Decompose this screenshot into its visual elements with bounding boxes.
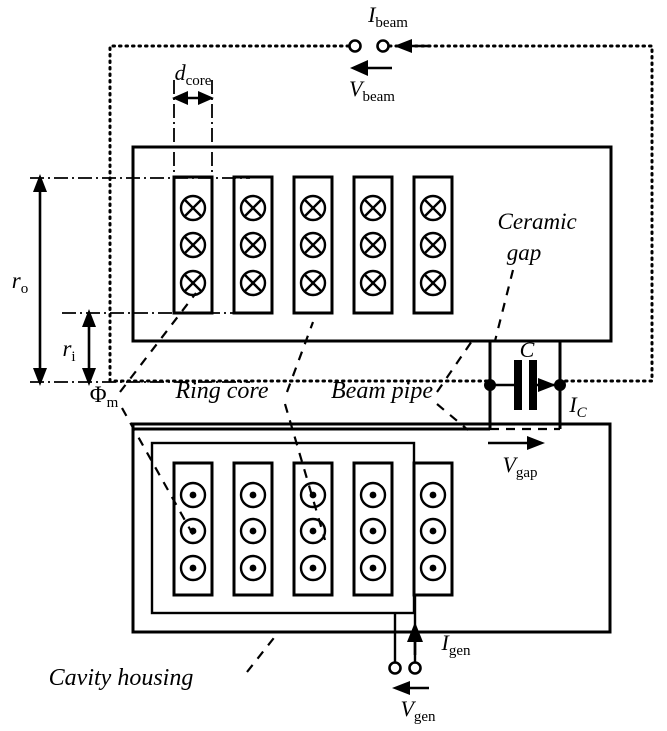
ceramic-gap-label: Ceramic gap (498, 209, 583, 265)
capacitor-plate-left (514, 360, 522, 410)
v-gen-arrow (392, 681, 429, 695)
i-c-arrowhead (538, 378, 556, 392)
capacitor-plate-right (529, 360, 537, 410)
i-gen-label: Igen (441, 630, 471, 659)
v-gen-label: Vgen (400, 696, 436, 725)
cavity-housing-leader (246, 633, 278, 673)
ceramic-gap-leader (493, 269, 515, 342)
capacitor-label: C (520, 337, 535, 362)
radius-dimensions (30, 174, 250, 386)
core-column (232, 175, 274, 315)
v-beam-label: Vbeam (349, 76, 395, 105)
junction-node-right (554, 379, 566, 391)
generator-terminal-right (408, 661, 422, 675)
beam-current-loop (108, 44, 654, 383)
phi-m-label: Φm (90, 382, 119, 411)
gap-capacitor (484, 360, 566, 410)
lower-ring-cores (172, 461, 454, 597)
core-column (352, 461, 394, 597)
i-beam-arrow (394, 39, 430, 53)
v-gap-arrow (488, 436, 545, 450)
beam-pipe-label: Beam pipe (331, 378, 433, 404)
core-column (232, 461, 274, 597)
v-beam-arrow (350, 60, 392, 76)
v-gap-label: Vgap (502, 452, 537, 481)
core-column (412, 175, 454, 315)
beam-terminal-right (376, 39, 390, 53)
beam-terminal-left (348, 39, 362, 53)
lower-cavity-housing (131, 422, 612, 634)
core-column (172, 175, 214, 315)
r-outer-label: ro (12, 268, 28, 297)
core-column (352, 175, 394, 315)
beam-loop-path (108, 44, 492, 383)
core-column (172, 461, 214, 597)
d-core-dimension (172, 80, 214, 172)
lower-beam-pipe (150, 441, 416, 615)
core-column (292, 461, 334, 597)
i-c-label: IC (568, 392, 587, 421)
r-inner-label: ri (62, 336, 75, 365)
beam-port-terminals (348, 39, 390, 53)
generator-terminal-left (388, 661, 402, 675)
beam-loop-path-right (381, 44, 654, 383)
i-beam-label: Ibeam (367, 2, 408, 31)
ring-core-label: Ring core (174, 378, 268, 404)
upper-ring-cores (172, 175, 454, 315)
d-core-label: dcore (175, 60, 212, 89)
cavity-housing-label: Cavity housing (49, 665, 194, 691)
core-column (292, 175, 334, 315)
junction-node-left (484, 379, 496, 391)
i-gen-arrow (407, 622, 423, 655)
core-column (412, 461, 454, 597)
